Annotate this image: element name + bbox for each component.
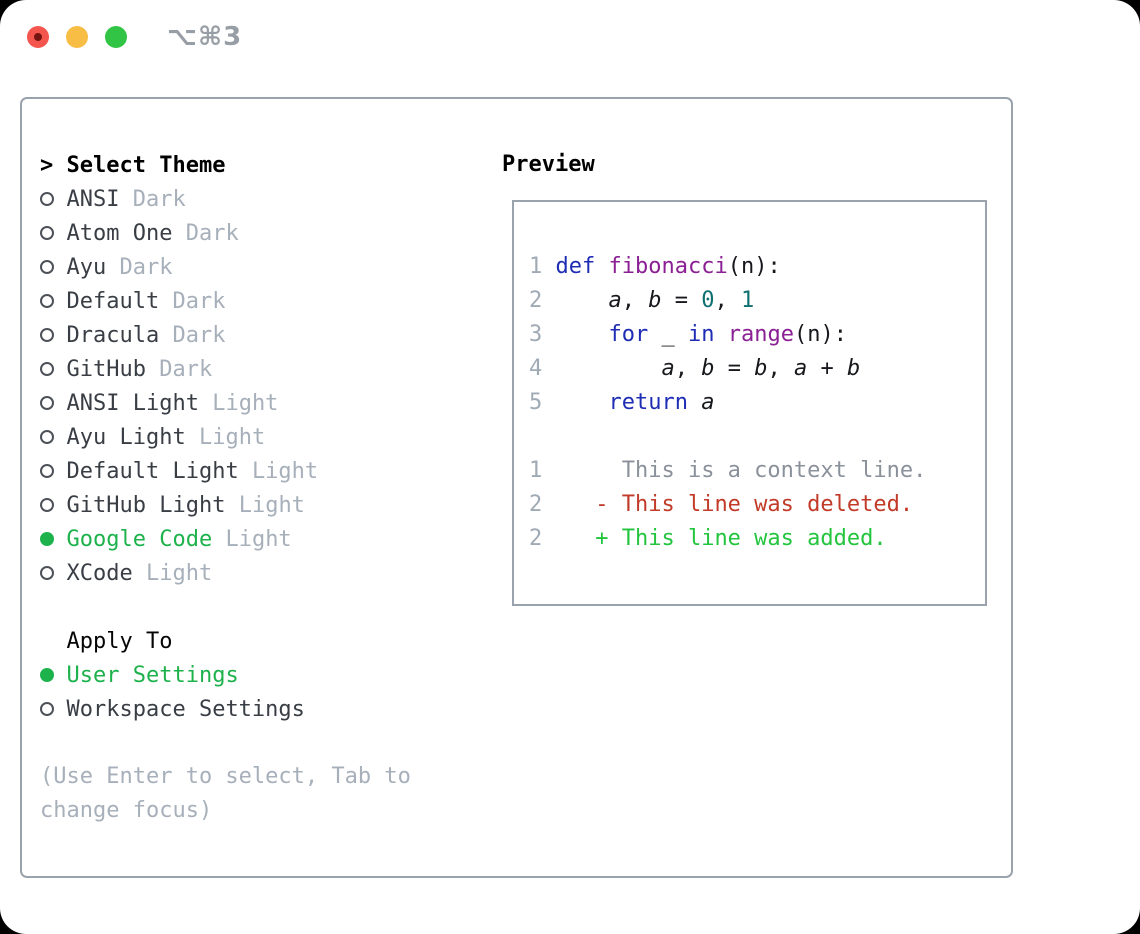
titlebar <box>27 26 127 48</box>
radio-marker <box>40 226 67 240</box>
theme-variant-label: Light <box>238 492 305 518</box>
radio-icon <box>40 362 54 376</box>
code-line: 2 a, b = 0, 1 <box>529 288 755 313</box>
theme-option-google-code[interactable]: Google Code Light <box>40 522 411 556</box>
radio-icon <box>40 260 54 274</box>
minimize-button[interactable] <box>66 26 88 48</box>
radio-marker <box>40 294 67 308</box>
radio-marker <box>40 498 67 512</box>
radio-marker <box>40 566 67 580</box>
apply-to-header: Apply To <box>40 624 411 658</box>
theme-option-label: XCode <box>66 560 133 586</box>
theme-option-default[interactable]: Default Dark <box>40 284 411 318</box>
radio-icon <box>40 226 54 240</box>
preview-code: 1 def fibonacci(n): 2 a, b = 0, 1 3 for _ … <box>529 250 985 556</box>
theme-variant-label: Light <box>145 560 213 586</box>
theme-option-label: Atom One <box>66 220 173 246</box>
zoom-button[interactable] <box>105 26 127 48</box>
radio-selected-icon <box>40 532 54 546</box>
theme-variant-label: Light <box>225 526 292 552</box>
theme-variant-label: Dark <box>119 254 173 280</box>
apply-option-label: Workspace Settings <box>66 696 305 722</box>
preview-pane: 1 def fibonacci(n): 2 a, b = 0, 1 3 for _ … <box>512 200 987 606</box>
theme-option-label: ANSI Light <box>66 390 199 416</box>
preview-title: Preview <box>502 152 595 177</box>
radio-icon <box>40 702 54 716</box>
spacer <box>40 590 411 624</box>
code-line: 4 a, b = b, a + b <box>529 356 861 381</box>
theme-option-xcode[interactable]: XCode Light <box>40 556 411 590</box>
theme-option-github-light[interactable]: GitHub Light Light <box>40 488 411 522</box>
theme-option-dracula[interactable]: Dracula Dark <box>40 318 411 352</box>
theme-option-default-light[interactable]: Default Light Light <box>40 454 411 488</box>
radio-marker <box>40 396 67 410</box>
radio-icon <box>40 396 54 410</box>
theme-variant-label: Dark <box>132 186 186 212</box>
select-theme-title: Select Theme <box>66 152 226 178</box>
window-shortcut-label: ⌥⌘3 <box>167 22 243 52</box>
theme-option-label: Ayu Light <box>66 424 186 450</box>
theme-option-ansi-light[interactable]: ANSI Light Light <box>40 386 411 420</box>
theme-option-label: Google Code <box>66 526 213 552</box>
radio-icon <box>40 328 54 342</box>
radio-icon <box>40 464 54 478</box>
theme-variant-label: Dark <box>172 288 226 314</box>
code-line: 2 + This line was added. <box>529 526 887 551</box>
prompt-icon: > <box>40 152 54 178</box>
code-line <box>529 420 985 454</box>
theme-variant-label: Light <box>212 390 279 416</box>
code-line: 1 This is a context line. <box>529 458 927 483</box>
code-line: 1 def fibonacci(n): <box>529 254 781 279</box>
radio-marker <box>40 702 67 716</box>
theme-option-label: Dracula <box>66 322 160 348</box>
apply-to-title: Apply To <box>66 628 173 654</box>
code-line: 2 - This line was deleted. <box>529 492 914 517</box>
focus-marker: > <box>40 153 67 178</box>
theme-option-label: GitHub Light <box>66 492 226 518</box>
radio-marker <box>40 464 67 478</box>
theme-variant-label: Dark <box>159 356 213 382</box>
theme-option-github[interactable]: GitHub Dark <box>40 352 411 386</box>
radio-icon <box>40 294 54 308</box>
theme-option-label: Ayu <box>66 254 107 280</box>
radio-icon <box>40 430 54 444</box>
radio-marker <box>40 430 67 444</box>
code-line: 5 return a <box>529 390 715 415</box>
theme-option-label: ANSI <box>66 186 120 212</box>
theme-variant-label: Dark <box>172 322 226 348</box>
theme-option-label: Default Light <box>66 458 239 484</box>
apply-option-label: User Settings <box>66 662 239 688</box>
theme-option-ayu-light[interactable]: Ayu Light Light <box>40 420 411 454</box>
code-line: 3 for _ in range(n): <box>529 322 847 347</box>
spacer <box>40 726 411 760</box>
select-theme-header: > Select Theme <box>40 148 411 182</box>
theme-option-label: Default <box>66 288 160 314</box>
theme-variant-label: Light <box>198 424 266 450</box>
radio-marker <box>40 668 67 682</box>
radio-marker <box>40 362 67 376</box>
theme-option-ansi[interactable]: ANSI Dark <box>40 182 411 216</box>
radio-icon <box>40 566 54 580</box>
radio-marker <box>40 192 67 206</box>
theme-option-ayu[interactable]: Ayu Dark <box>40 250 411 284</box>
radio-icon <box>40 192 54 206</box>
apply-option-workspace-settings[interactable]: Workspace Settings <box>40 692 411 726</box>
radio-icon <box>40 498 54 512</box>
close-button[interactable] <box>27 26 49 48</box>
apply-option-user-settings[interactable]: User Settings <box>40 658 411 692</box>
hint-text: (Use Enter to select, Tab to change focu… <box>40 764 411 823</box>
radio-marker <box>40 532 67 546</box>
unsaved-dot-icon <box>34 33 42 41</box>
theme-variant-label: Light <box>251 458 319 484</box>
theme-option-label: GitHub <box>66 356 146 382</box>
radio-marker <box>40 260 67 274</box>
theme-variant-label: Dark <box>185 220 239 246</box>
radio-marker <box>40 328 67 342</box>
theme-option-atom-one[interactable]: Atom One Dark <box>40 216 411 250</box>
radio-selected-icon <box>40 668 54 682</box>
